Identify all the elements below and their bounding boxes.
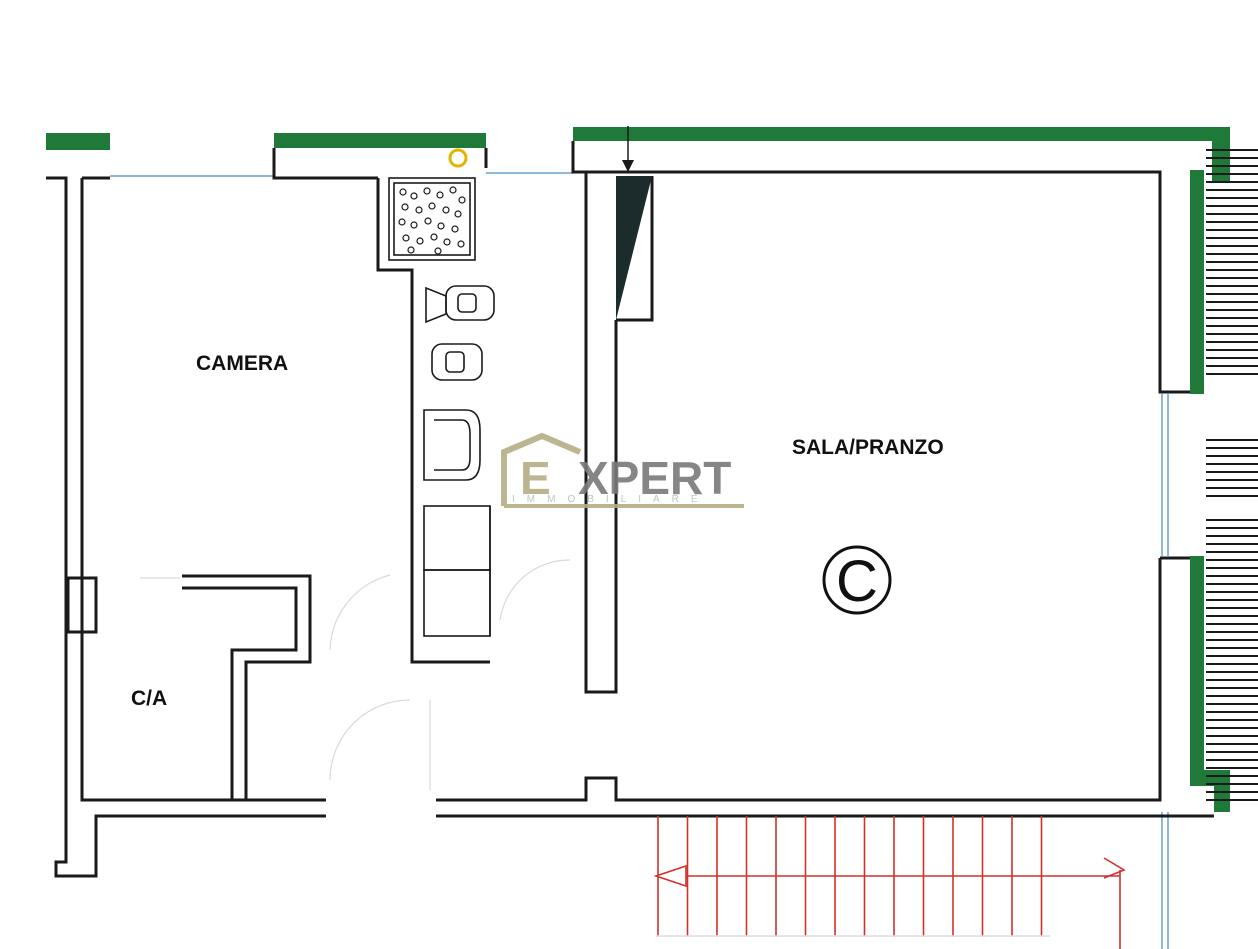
shaft-arrow-head — [622, 160, 634, 172]
watermark-word: XPERT — [578, 452, 731, 504]
room-label-sala-pranzo: SALA/PRANZO — [792, 436, 944, 459]
wall-shaft-box — [616, 176, 654, 322]
door-swing — [329, 574, 391, 651]
watermark-sub: IMMOBILIARE — [512, 494, 710, 505]
unit-letter: C — [836, 549, 878, 614]
windows — [110, 172, 1169, 949]
shaft — [616, 126, 652, 320]
exterior-wall-segment — [1190, 170, 1204, 394]
shower-inner — [393, 182, 471, 256]
door-swing — [329, 699, 411, 781]
wall-sala-top — [586, 170, 1190, 394]
staircase — [653, 816, 1126, 949]
bidet-tank — [425, 286, 447, 324]
unit-badge — [822, 545, 892, 615]
bidet-icon — [445, 285, 495, 321]
toilet-bowl — [445, 351, 465, 373]
watermark-house-icon — [501, 432, 582, 506]
room-label-closet: C/A — [131, 687, 167, 710]
door-swings — [140, 559, 571, 790]
shaft-fill — [616, 176, 652, 320]
door-swing — [499, 559, 571, 621]
exterior-wall-segment — [573, 127, 1230, 141]
cabinet-unit — [423, 569, 491, 637]
railing-hatch — [1206, 149, 1258, 801]
shower-tray — [388, 177, 476, 261]
wall-closet-outer — [182, 574, 312, 800]
watermark-letter: E — [520, 452, 551, 504]
bathroom-fixtures — [388, 177, 495, 637]
boiler-icon — [448, 148, 468, 168]
cabinet-unit — [423, 505, 491, 571]
watermark-logo: E XPERT IMMOBILIARE — [501, 432, 744, 508]
bidet-bowl — [457, 293, 477, 313]
wall-left-outer — [46, 176, 326, 878]
stair-arrow-tail — [1103, 857, 1126, 879]
wall-pillar — [66, 576, 98, 634]
wall-bath-left-outer — [376, 178, 490, 664]
sink-bowl — [434, 419, 471, 471]
wall-left-inner — [80, 178, 326, 802]
exterior-wall-segment — [46, 133, 110, 150]
terrace-railing — [1206, 149, 1258, 801]
exterior-wall-segment — [1190, 556, 1204, 786]
stair-arrow-head — [653, 864, 687, 888]
wall-closet-inner — [182, 586, 298, 800]
wall-sala-bottom — [436, 558, 1162, 802]
exterior-wall-segment — [1212, 127, 1230, 183]
sink-icon — [423, 409, 481, 481]
walls — [46, 141, 1214, 878]
wall-sala-left — [571, 141, 618, 694]
exterior-wall-segment — [1214, 776, 1230, 812]
wall-top-camera — [272, 148, 378, 180]
room-label-camera: CAMERA — [196, 352, 288, 375]
exterior-wall-segment — [274, 133, 486, 148]
shower-dots — [398, 186, 466, 255]
toilet-icon — [431, 343, 483, 381]
